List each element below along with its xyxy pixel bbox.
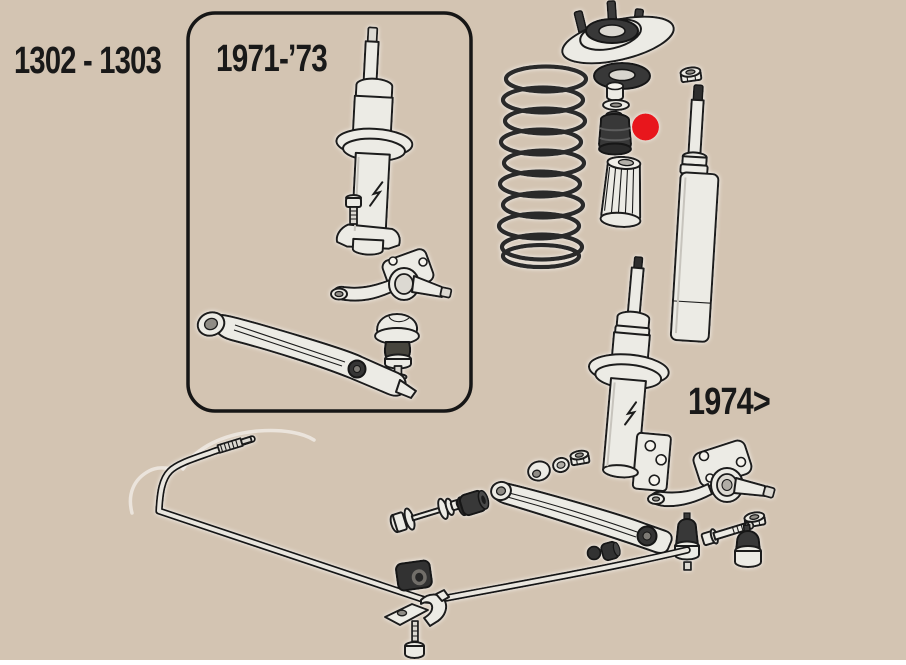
strut-top-mount	[561, 0, 675, 65]
steering-knuckle-1971-73	[330, 248, 453, 302]
stabilizer-link	[389, 497, 463, 534]
mounting-bolt-1971-73	[345, 194, 362, 225]
label-early-years: 1971-’73	[216, 38, 327, 80]
sway-bar-clamp-bracket	[384, 589, 450, 627]
strut-assembly-1974	[587, 256, 672, 493]
bump-stop	[599, 155, 642, 228]
coil-spring	[496, 64, 589, 270]
shock-absorber-cartridge	[669, 84, 720, 343]
label-chassis-models: 1302 - 1303	[14, 40, 161, 82]
link-bushing	[456, 489, 490, 517]
strut-assembly-1971-73	[335, 26, 414, 256]
sway-bar-link-bushing	[600, 540, 621, 562]
ball-joint-bolt	[700, 520, 755, 547]
control-arm-1971-73	[196, 311, 417, 399]
control-arm-washer-small	[552, 456, 570, 474]
sway-bar-ball-bushing	[586, 545, 602, 561]
washer	[602, 99, 630, 111]
clamp-bolt	[404, 620, 425, 659]
rubber-damper-ring	[593, 62, 651, 90]
control-arm-nut	[569, 449, 591, 467]
spacer-sleeve	[606, 81, 624, 102]
ball-joint-1974	[734, 523, 762, 568]
strut-top-bushing	[598, 110, 632, 156]
wheel-arch-ghost-outline	[128, 428, 316, 515]
control-arm-washer-large	[527, 460, 551, 482]
years-box-border	[186, 11, 473, 413]
control-arm	[490, 480, 700, 571]
piston-rod-nut	[679, 66, 703, 84]
label-late-years: 1974>	[688, 381, 770, 423]
red-dot-highlight[interactable]	[632, 113, 659, 141]
sway-bar-frame-bushing	[394, 559, 433, 592]
steering-knuckle-1974	[647, 439, 776, 508]
